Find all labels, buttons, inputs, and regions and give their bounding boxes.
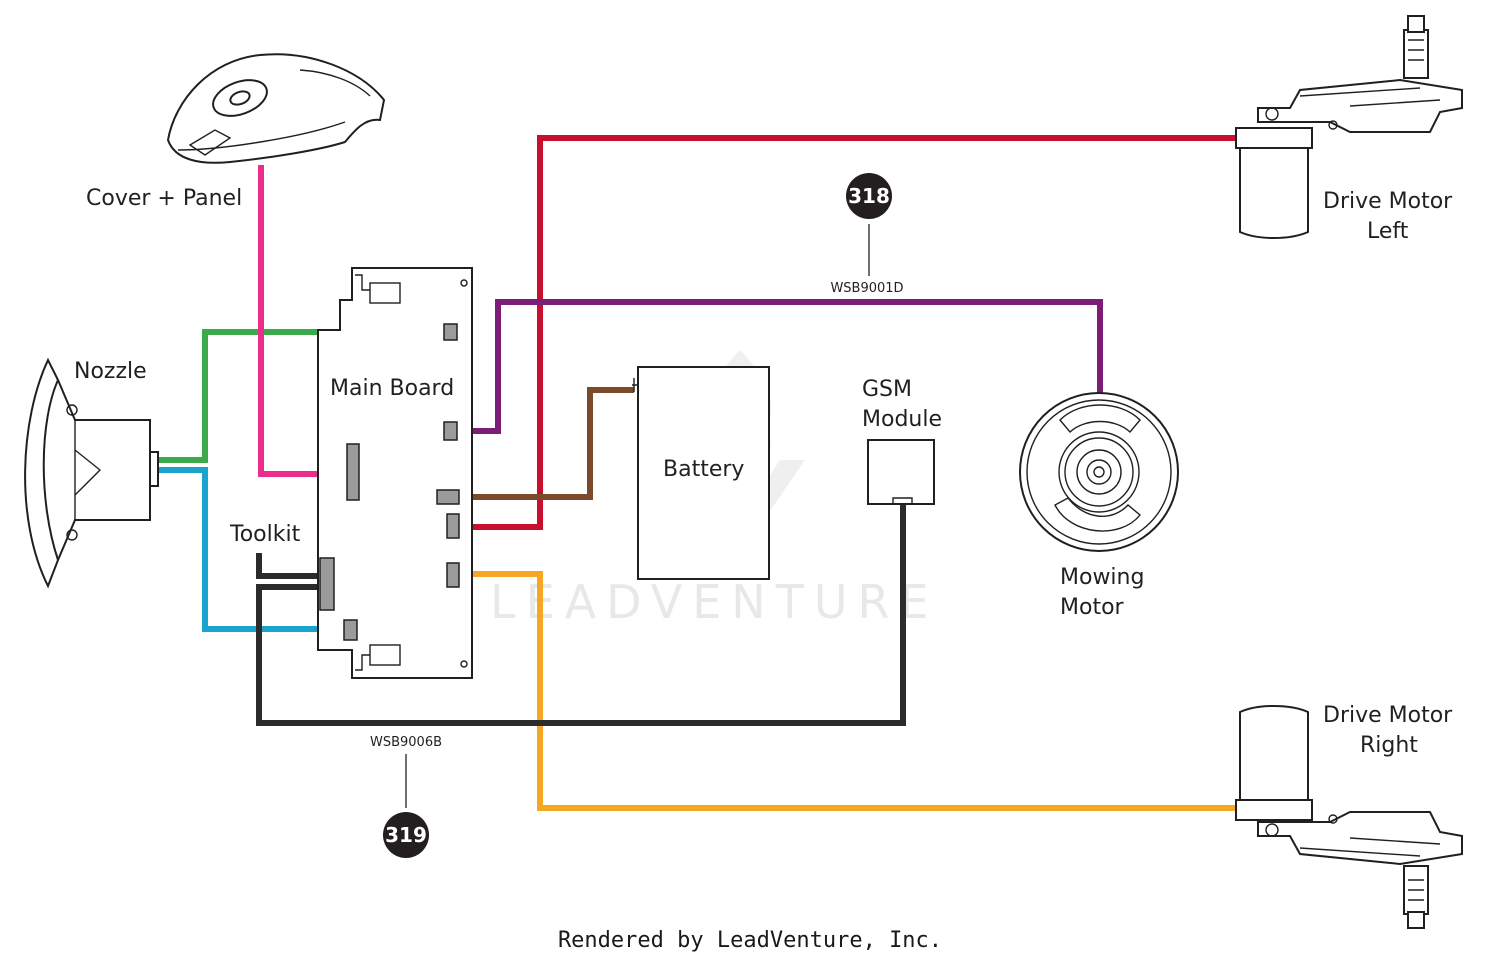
drive-left-label-line1: Drive Motor: [1323, 189, 1453, 214]
drive-left-label-line2: Left: [1367, 219, 1409, 244]
nozzle-label: Nozzle: [74, 359, 147, 384]
drive-motor-right-part: [1235, 705, 1463, 929]
drive-right-label-line1: Drive Motor: [1323, 703, 1453, 728]
callout-319[interactable]: WSB9006B 319: [370, 735, 442, 858]
nozzle-part: [24, 357, 159, 589]
wire-red: [456, 135, 1240, 530]
drive-right-label-line2: Right: [1360, 733, 1418, 758]
cover-panel-part: [166, 53, 386, 164]
mowing-label-line1: Mowing: [1060, 565, 1144, 590]
wire-brown: [458, 387, 634, 500]
gsm-module-part: [867, 439, 935, 505]
gsm-label-line2: Module: [862, 407, 942, 432]
mowing-motor-part: [1019, 392, 1179, 552]
battery-part: [632, 366, 770, 580]
callout-319-badge: [383, 812, 429, 858]
cover-panel-label: Cover + Panel: [86, 186, 242, 211]
main-board-label: Main Board: [330, 376, 454, 401]
callout-318-number: 318: [848, 184, 890, 208]
footer-credit: Rendered by LeadVenture, Inc.: [557, 928, 943, 953]
mowing-label-line2: Motor: [1060, 595, 1125, 620]
wire-black-toolkit: [256, 553, 322, 579]
wire-cyan: [150, 467, 348, 632]
battery-label: Battery: [663, 457, 744, 482]
watermark-text: LEADVENTURE: [490, 575, 939, 629]
callout-318-code: WSB9001D: [830, 281, 903, 296]
wire-purple: [456, 299, 1103, 434]
drive-motor-left-part: [1235, 15, 1463, 239]
main-board-part: [317, 267, 473, 679]
toolkit-label: Toolkit: [229, 522, 301, 547]
wire-black-gsm: [256, 500, 906, 726]
wire-orange: [456, 571, 1240, 811]
callout-319-code: WSB9006B: [370, 735, 442, 750]
gsm-label-line1: GSM: [862, 377, 912, 402]
callout-319-number: 319: [385, 823, 427, 847]
callout-318[interactable]: 318 WSB9001D: [830, 173, 904, 296]
callout-318-badge: [846, 173, 892, 219]
